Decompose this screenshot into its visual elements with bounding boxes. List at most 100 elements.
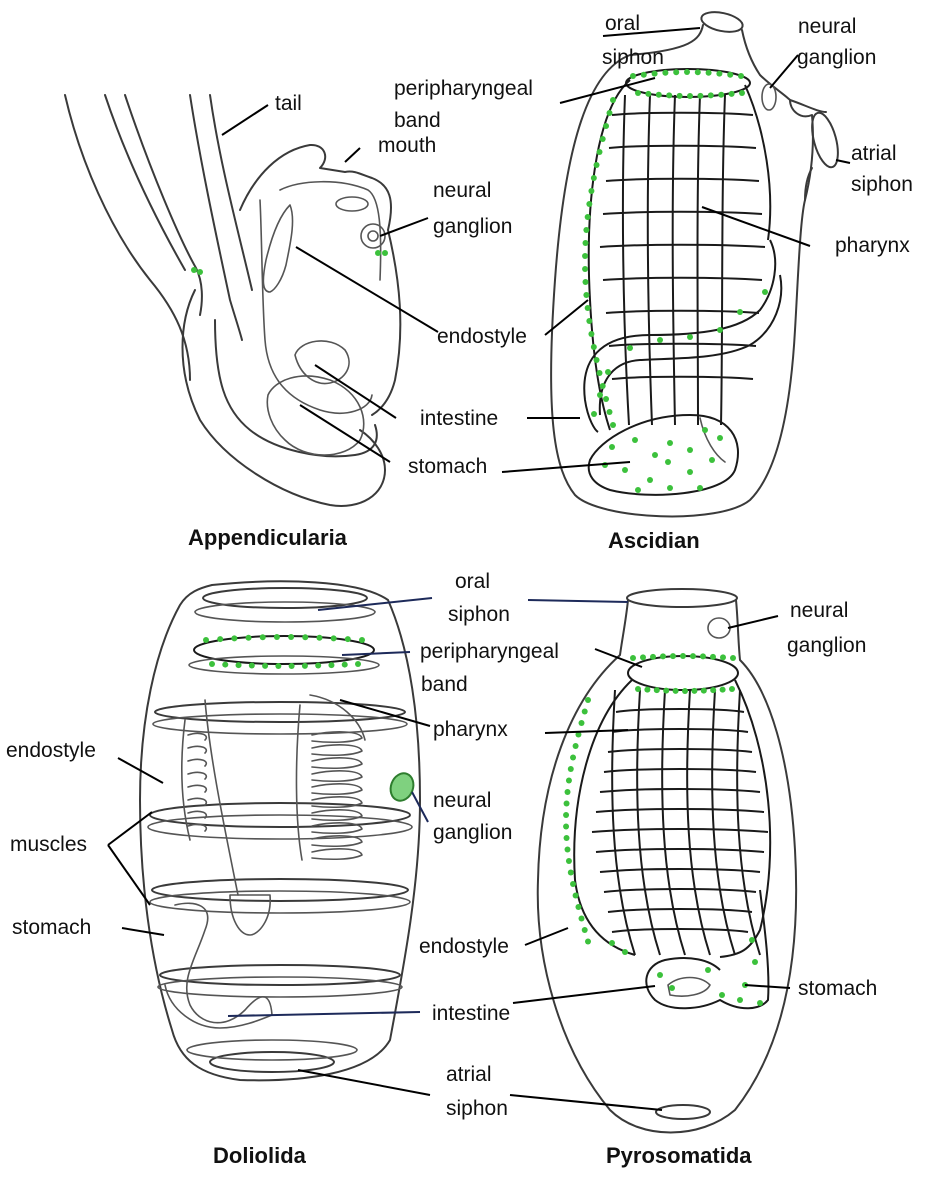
green-dot bbox=[359, 637, 365, 643]
pharynx-grid bbox=[599, 94, 766, 426]
gill-slit bbox=[187, 797, 207, 806]
stomach-fold bbox=[699, 417, 726, 463]
green-dot bbox=[273, 634, 280, 641]
leader-atrial-siphon bbox=[297, 1069, 431, 1096]
label-atrial: atrial bbox=[446, 1063, 492, 1086]
green-dot bbox=[591, 411, 597, 417]
green-dot bbox=[572, 892, 579, 899]
green-dot bbox=[752, 959, 758, 965]
green-dot bbox=[603, 396, 610, 402]
pharynx-longitudinal-bar bbox=[696, 94, 701, 426]
green-dot bbox=[581, 927, 588, 933]
green-dot bbox=[586, 318, 593, 324]
pharynx-right-wall bbox=[744, 84, 772, 241]
leader-stomach bbox=[744, 984, 791, 989]
oral-siphon-shape bbox=[700, 11, 744, 33]
leader-neural-ganglion bbox=[379, 217, 429, 237]
green-dot bbox=[567, 869, 574, 876]
gill-slit bbox=[311, 744, 363, 757]
peripharyngeal-lower-ring bbox=[188, 655, 380, 675]
leader-muscles-upper bbox=[107, 811, 153, 846]
trunk-gut-outline bbox=[214, 319, 378, 458]
green-dot bbox=[301, 662, 308, 669]
label-band: band bbox=[421, 673, 468, 696]
label-pharynx: pharynx bbox=[835, 234, 910, 257]
pharynx-stigma-row bbox=[615, 708, 745, 713]
green-dot bbox=[705, 69, 712, 76]
green-dot bbox=[567, 766, 574, 772]
stomach-shape bbox=[587, 413, 739, 496]
neural-ganglion-core bbox=[367, 230, 379, 242]
green-dot bbox=[382, 250, 388, 256]
green-dot bbox=[739, 90, 745, 96]
green-dot bbox=[609, 444, 615, 450]
gill-right-wall bbox=[295, 704, 303, 861]
gill-slit bbox=[311, 783, 363, 796]
label-muscles: muscles bbox=[10, 833, 87, 856]
green-dot bbox=[315, 662, 322, 669]
green-dot bbox=[737, 997, 743, 1003]
oral-siphon-ring bbox=[194, 601, 376, 623]
label-endostyle: endostyle bbox=[419, 935, 509, 958]
leader-peripharyngeal-band bbox=[559, 77, 656, 104]
oral-siphon-shape bbox=[202, 587, 368, 609]
trunk-body-outline bbox=[239, 143, 402, 416]
panel-title-ascidian: Ascidian bbox=[608, 528, 700, 553]
label-ganglion: ganglion bbox=[433, 215, 512, 238]
muscle-band-inner bbox=[152, 713, 408, 735]
green-dot bbox=[710, 653, 716, 660]
green-dot bbox=[680, 653, 686, 659]
green-dot bbox=[564, 846, 571, 853]
muscle-bands bbox=[147, 701, 413, 998]
pharynx-stigma-row bbox=[603, 768, 757, 773]
pharynx-stigma-row bbox=[591, 828, 769, 833]
green-dot bbox=[728, 90, 735, 97]
green-dot bbox=[582, 253, 589, 259]
doliolida-body-outline bbox=[139, 580, 421, 1082]
leader-atrial-siphon bbox=[509, 1094, 663, 1111]
green-dot bbox=[578, 720, 585, 726]
green-dot bbox=[622, 467, 628, 473]
pharynx-stigma-row bbox=[611, 375, 754, 380]
green-dot bbox=[575, 731, 582, 738]
green-dot bbox=[650, 653, 656, 660]
green-dot bbox=[697, 92, 704, 99]
atrial-siphon-neck-top bbox=[789, 99, 827, 113]
label-atrial: atrial bbox=[851, 142, 897, 165]
green-dot bbox=[669, 985, 675, 991]
pharynx-longitudinal-bar bbox=[661, 689, 686, 956]
green-dot bbox=[657, 972, 663, 978]
green-dot bbox=[341, 661, 348, 668]
leader-endostyle bbox=[295, 246, 439, 333]
green-dot bbox=[599, 383, 606, 389]
green-dot bbox=[563, 800, 570, 807]
neural-ganglion-shape bbox=[389, 772, 415, 802]
green-dot bbox=[275, 662, 282, 669]
label-ganglion: ganglion bbox=[797, 46, 876, 69]
green-dot bbox=[667, 440, 673, 446]
green-dot bbox=[694, 69, 701, 76]
green-dot bbox=[707, 92, 714, 99]
green-dot bbox=[684, 69, 690, 75]
green-dot bbox=[565, 858, 572, 864]
gill-slit bbox=[311, 835, 363, 848]
pharynx-stigma-row bbox=[602, 210, 763, 215]
label-atrial-siphon: siphon bbox=[446, 1097, 508, 1120]
gill-slit bbox=[311, 796, 363, 809]
green-dot bbox=[630, 655, 636, 661]
intestine-loop-inner bbox=[598, 274, 783, 416]
green-dot bbox=[762, 289, 768, 295]
leader-muscles-lower bbox=[107, 844, 151, 906]
pharynx-longitudinal-bar bbox=[621, 94, 630, 426]
pharynx-stigma-row bbox=[599, 868, 761, 873]
leader-pharynx bbox=[701, 206, 811, 247]
stomach-intestine-shape bbox=[164, 902, 273, 1029]
green-dot bbox=[719, 992, 725, 998]
green-dot bbox=[729, 686, 735, 692]
leader-endostyle bbox=[544, 299, 589, 336]
green-dot bbox=[622, 949, 628, 955]
green-dot bbox=[599, 136, 606, 142]
label-mouth: mouth bbox=[378, 134, 436, 157]
label-peripharyngeal: peripharyngeal bbox=[394, 77, 533, 100]
